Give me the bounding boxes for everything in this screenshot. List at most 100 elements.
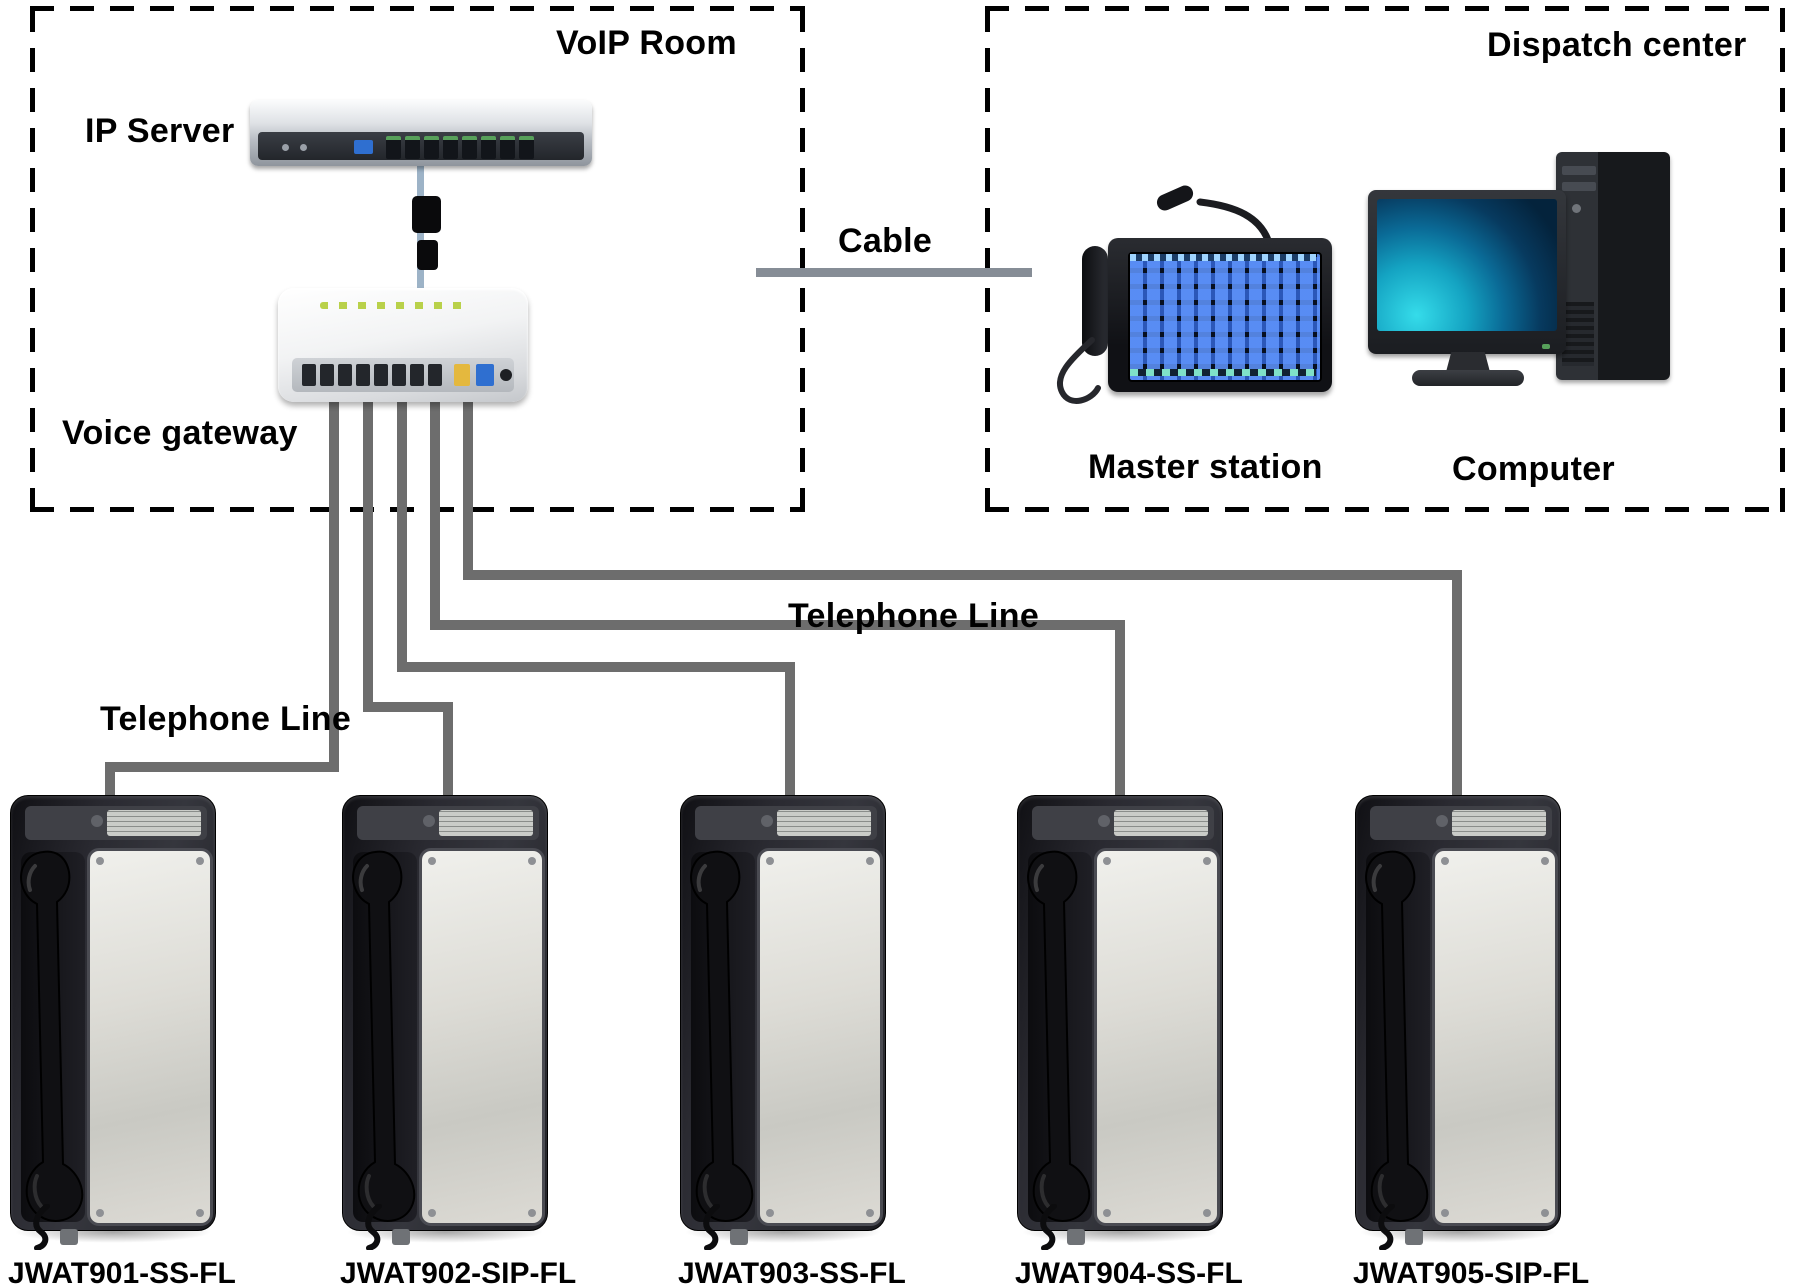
- telephone-line-3-drop: [397, 402, 407, 672]
- touchscreen-status-bar: [1130, 369, 1316, 376]
- weatherproof-telephone: JWAT904-SS-FL: [1015, 795, 1243, 1286]
- handset-cord-icon: [1057, 337, 1101, 404]
- phone-handset-icon: [352, 850, 416, 1222]
- voice-gateway-label: Voice gateway: [62, 414, 298, 452]
- computer-monitor: [1368, 190, 1566, 354]
- screw-icon: [1103, 857, 1111, 865]
- phone-cable-gland: [1067, 1229, 1085, 1245]
- telephone-line-3-tail: [785, 662, 795, 798]
- phone-body: [1017, 795, 1223, 1250]
- cable-label: Cable: [838, 222, 933, 260]
- nameplate-logo: [1098, 815, 1110, 827]
- telephone-line-5-tail: [1452, 570, 1462, 798]
- phone-model-label: JWAT903-SS-FL: [678, 1257, 906, 1286]
- phone-handset-icon: [20, 850, 84, 1222]
- phone-cable-gland: [1405, 1229, 1423, 1245]
- phone-nameplate: [357, 806, 539, 840]
- telephone-line-5-drop: [463, 402, 473, 580]
- nameplate-logo: [761, 815, 773, 827]
- phone-model-label: JWAT901-SS-FL: [8, 1257, 236, 1286]
- screw-icon: [1541, 1209, 1549, 1217]
- touchscreen-menu-bar: [1130, 254, 1316, 261]
- nameplate-logo: [91, 815, 103, 827]
- screw-icon: [528, 1209, 536, 1217]
- phone-nameplate: [695, 806, 877, 840]
- monitor-stand: [1446, 352, 1490, 372]
- monitor-screen: [1377, 199, 1557, 331]
- telephone-line-2-tail: [443, 702, 453, 798]
- screw-icon: [766, 857, 774, 865]
- optical-drive-bay: [1562, 166, 1596, 175]
- telephone-line-3-run: [397, 662, 795, 672]
- phone-nameplate: [1032, 806, 1214, 840]
- master-station-label: Master station: [1088, 448, 1323, 486]
- nameplate-sticker: [439, 810, 533, 836]
- ip-server-device: [250, 100, 592, 166]
- phone-nameplate: [1370, 806, 1552, 840]
- nameplate-sticker: [777, 810, 871, 836]
- phone-handset-icon: [1027, 850, 1091, 1222]
- phone-front-panel: [757, 848, 883, 1226]
- phone-cable-gland: [60, 1229, 78, 1245]
- screw-icon: [428, 1209, 436, 1217]
- gateway-power-jack: [500, 369, 512, 381]
- phone-cable-gland: [392, 1229, 410, 1245]
- phone-cord-icon: [1378, 1204, 1395, 1250]
- optical-drive-bay: [1562, 182, 1596, 191]
- telephone-line-1-drop: [329, 402, 339, 772]
- cable-plug-icon: [412, 196, 441, 233]
- cable-plug-icon: [417, 240, 438, 270]
- master-station-device: [1108, 238, 1332, 392]
- weatherproof-telephone: JWAT901-SS-FL: [8, 795, 236, 1286]
- screw-icon: [528, 857, 536, 865]
- cable-line: [756, 268, 1032, 277]
- server-led: [282, 144, 289, 151]
- ip-server-front-panel: [258, 132, 584, 160]
- monitor-base: [1412, 370, 1524, 386]
- computer-tower: [1556, 152, 1670, 380]
- weatherproof-telephone: JWAT905-SIP-FL: [1353, 795, 1589, 1286]
- phone-cord-icon: [33, 1204, 50, 1250]
- tower-power-button: [1572, 204, 1581, 213]
- phone-nameplate: [25, 806, 207, 840]
- phone-model-label: JWAT904-SS-FL: [1015, 1257, 1243, 1286]
- telephone-line-1-run: [105, 762, 339, 772]
- screw-icon: [866, 857, 874, 865]
- screw-icon: [866, 1209, 874, 1217]
- phone-cable-gland: [730, 1229, 748, 1245]
- gateway-port-panel: [292, 358, 514, 392]
- telephone-line-label-1: Telephone Line: [788, 597, 1040, 635]
- gateway-lan-port: [476, 364, 494, 386]
- screw-icon: [1203, 1209, 1211, 1217]
- screw-icon: [428, 857, 436, 865]
- phone-cord-icon: [365, 1204, 382, 1250]
- phone-front-panel: [419, 848, 545, 1226]
- phone-model-label: JWAT902-SIP-FL: [340, 1257, 577, 1286]
- telephone-line-2-run: [363, 702, 453, 712]
- phone-front-panel: [1094, 848, 1220, 1226]
- screw-icon: [1441, 857, 1449, 865]
- server-led: [300, 144, 307, 151]
- screw-icon: [196, 1209, 204, 1217]
- screw-icon: [96, 857, 104, 865]
- screw-icon: [1541, 857, 1549, 865]
- phone-model-label: JWAT905-SIP-FL: [1353, 1257, 1590, 1286]
- screw-icon: [96, 1209, 104, 1217]
- phone-body: [1355, 795, 1561, 1250]
- master-station-handset: [1082, 246, 1108, 356]
- server-usb-port: [354, 140, 373, 154]
- phone-body: [10, 795, 216, 1250]
- phone-body: [342, 795, 548, 1250]
- phone-handset-icon: [1365, 850, 1429, 1222]
- screw-icon: [1441, 1209, 1449, 1217]
- nameplate-sticker: [1114, 810, 1208, 836]
- phone-cord-icon: [703, 1204, 720, 1250]
- server-ethernet-ports: [386, 136, 534, 159]
- telephone-line-5-run: [463, 570, 1462, 580]
- nameplate-logo: [423, 815, 435, 827]
- screw-icon: [1203, 857, 1211, 865]
- phone-front-panel: [1432, 848, 1558, 1226]
- equipment-room-title: VoIP Room: [556, 24, 737, 62]
- telephone-line-4-drop: [430, 402, 440, 630]
